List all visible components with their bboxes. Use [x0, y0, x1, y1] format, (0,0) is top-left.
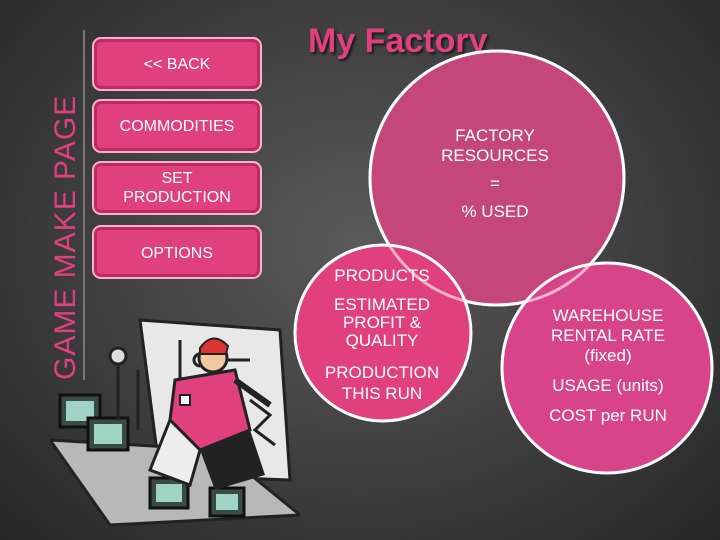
commodities-button-label: COMMODITIES	[119, 117, 235, 135]
products-circle[interactable]	[293, 243, 473, 423]
factory-resources-text: FACTORY RESOURCES = % USED	[410, 126, 580, 222]
factory-text-line3: =	[490, 174, 500, 193]
page-title: My Factory	[308, 22, 488, 60]
warehouse-line1: WAREHOUSE	[552, 306, 664, 325]
products-line1: ESTIMATED	[333, 295, 431, 314]
divider	[83, 30, 85, 380]
back-button[interactable]: << BACK	[92, 37, 262, 91]
set-production-button[interactable]: SET PRODUCTION	[92, 161, 262, 215]
set-production-label-line1: SET	[161, 170, 193, 187]
products-line4: PRODUCTION	[324, 363, 440, 382]
factory-worker-illustration	[50, 318, 300, 527]
set-production-label-line2: PRODUCTION	[123, 189, 231, 206]
products-header: PRODUCTS	[334, 266, 430, 285]
options-button-label: OPTIONS	[140, 245, 213, 262]
products-line3: QUALITY	[345, 331, 419, 350]
products-line2: PROFIT &	[342, 313, 422, 332]
warehouse-line3: (fixed)	[584, 346, 632, 365]
warehouse-circle[interactable]	[500, 261, 714, 475]
commodities-button[interactable]: COMMODITIES	[92, 99, 262, 153]
warehouse-line2: RENTAL RATE	[551, 326, 665, 345]
warehouse-line5: COST per RUN	[549, 406, 667, 425]
warehouse-line4: USAGE (units)	[552, 376, 664, 395]
options-button[interactable]: OPTIONS	[92, 225, 262, 279]
warehouse-text: WAREHOUSE RENTAL RATE (fixed) USAGE (uni…	[532, 306, 684, 426]
factory-resources-outline	[368, 49, 626, 307]
products-line5: THIS RUN	[341, 384, 423, 403]
products-text: PRODUCTS ESTIMATED PROFIT & QUALITY PROD…	[312, 266, 452, 404]
back-button-label: << BACK	[143, 55, 211, 73]
factory-text-line1: FACTORY	[455, 126, 535, 145]
factory-text-line4: % USED	[461, 202, 529, 221]
factory-text-line2: RESOURCES	[441, 146, 549, 165]
